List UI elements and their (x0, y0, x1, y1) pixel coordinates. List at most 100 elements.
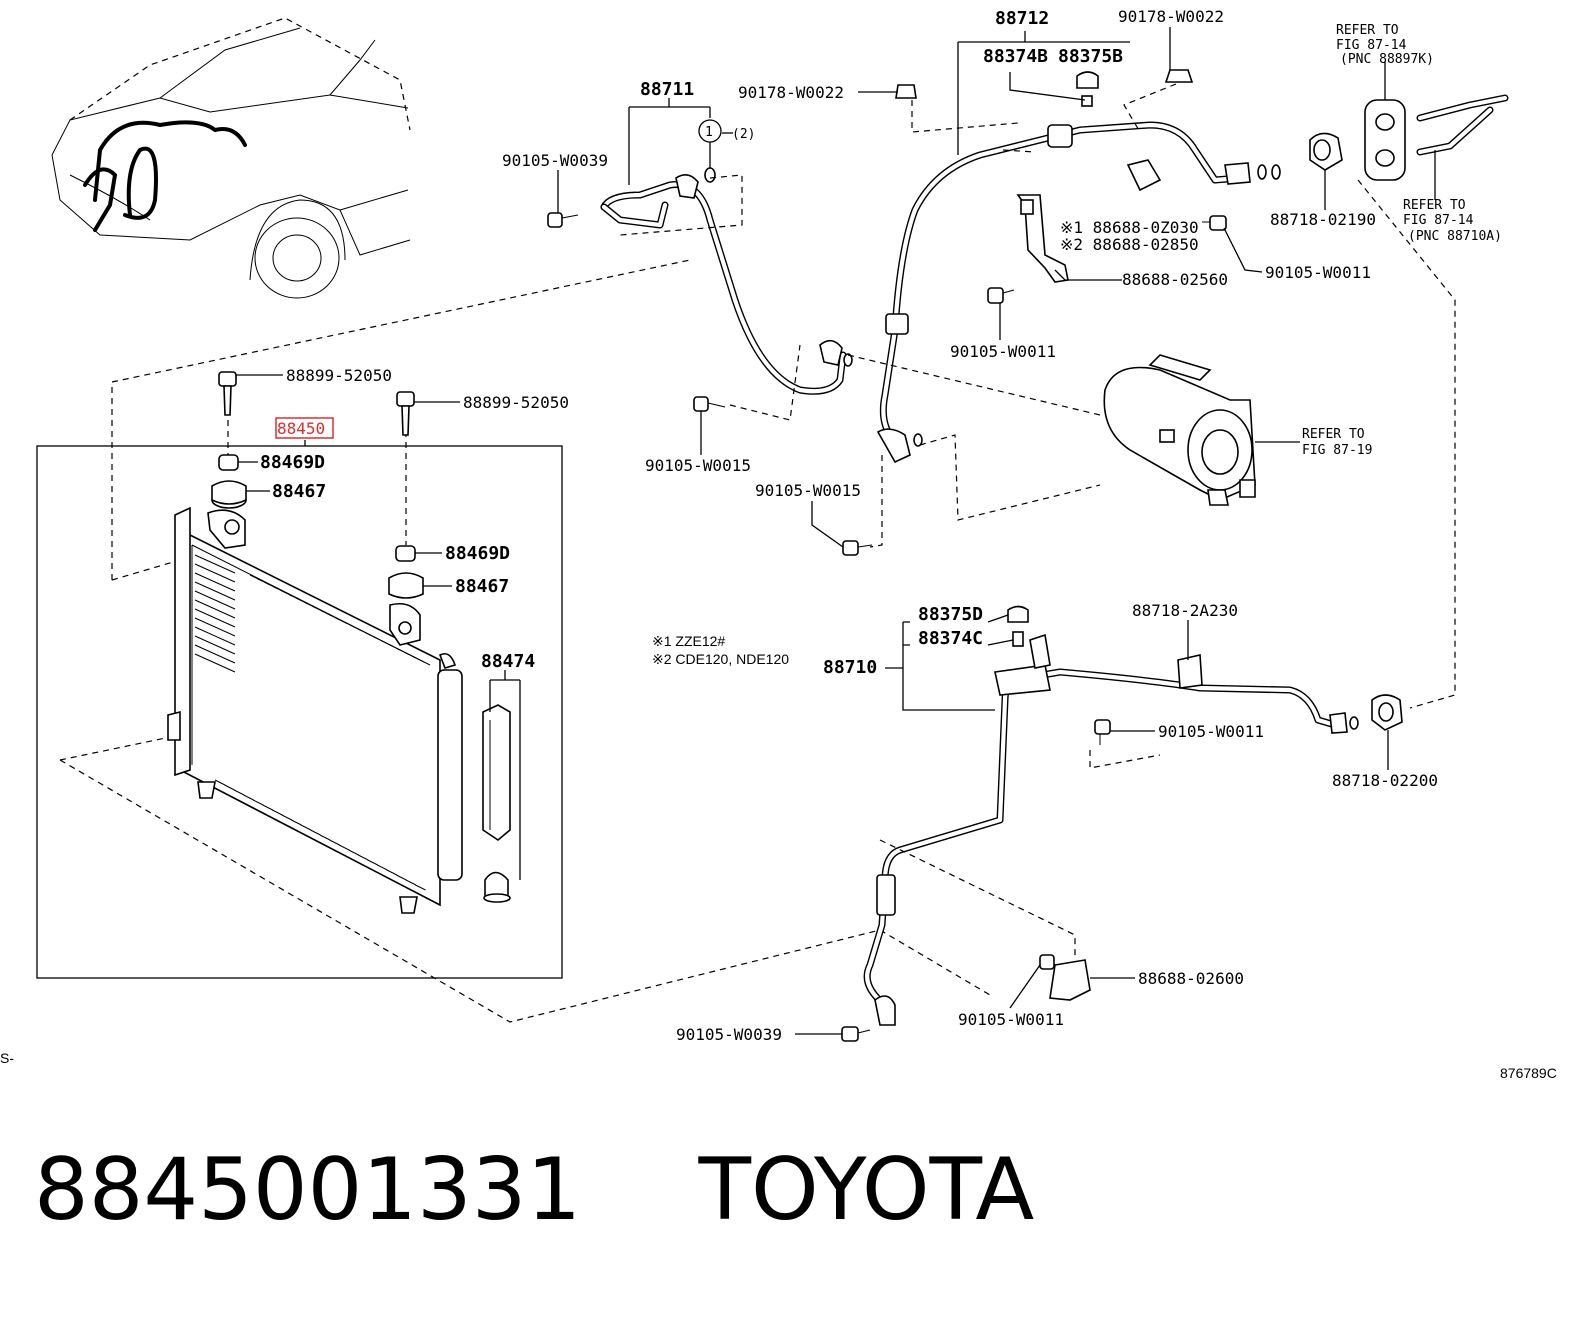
condenser-fin (224, 784, 235, 791)
condenser-fin (412, 655, 425, 663)
label-88688-0z030: ※1 88688-0Z030 (1060, 218, 1199, 237)
label-90178-w0022-left: 90178-W0022 (738, 83, 844, 102)
condenser-fin (194, 599, 236, 619)
brand-name: TOYOTA (698, 1140, 1035, 1240)
bolt-90105-w0015-lower (842, 540, 873, 556)
leader-lines (236, 27, 1436, 1035)
condenser-fin (319, 834, 331, 841)
cap-88375b (1076, 71, 1099, 107)
compressor-illustration (1103, 354, 1256, 506)
condenser-fin (214, 779, 226, 786)
receiver-insert-88474 (482, 704, 511, 903)
figure-code: 876789C (1500, 1065, 1557, 1081)
label-note-1: 1 (705, 125, 713, 140)
condenser-fin (194, 608, 236, 628)
label-90105-w0011-a: 90105-W0011 (1265, 263, 1371, 282)
bracket-88688-upper (1016, 194, 1069, 283)
label-90105-w0039-upper: 90105-W0039 (502, 151, 608, 170)
label-refer1-c: (PNC 88897K) (1340, 52, 1434, 67)
label-88474: 88474 (481, 651, 535, 672)
label-88718-2a230: 88718-2A230 (1132, 601, 1238, 620)
condenser-fin (329, 839, 340, 846)
label-88899-52050-right: 88899-52050 (463, 393, 569, 412)
bolt-90105-w0039-upper (547, 212, 579, 228)
condenser-fin (262, 804, 273, 811)
cushion-88467-right (388, 572, 424, 599)
condenser-fin (194, 635, 236, 655)
label-90105-w0011-b: 90105-W0011 (950, 342, 1056, 361)
label-88712: 88712 (995, 8, 1049, 29)
condenser-fin (291, 819, 302, 826)
highlight-box (275, 417, 334, 439)
condenser-group-box (36, 445, 563, 979)
collar-88469d-right (395, 545, 416, 562)
condenser-fin (194, 581, 236, 601)
condenser-fin (194, 563, 236, 583)
cap-88375d (1007, 605, 1029, 623)
condenser-fin (243, 794, 254, 801)
condenser-fin (233, 789, 245, 796)
label-refer2-a: REFER TO (1403, 198, 1466, 213)
label-88467-left: 88467 (272, 481, 326, 502)
note-cde120: ※2 CDE120, NDE120 (652, 651, 789, 667)
pipe-stubs-88710a (1416, 94, 1509, 156)
part-labels: 88711 (2) 1 90105-W0039 88712 88374B 883… (0, 7, 1557, 1081)
nut-90178-w0022-left (895, 84, 917, 99)
label-88710: 88710 (823, 657, 877, 678)
label-88450-highlighted: 88450 (277, 419, 325, 438)
car-outline-illustration (51, 17, 411, 299)
label-90105-w0011-d: 90105-W0011 (958, 1010, 1064, 1029)
label-88688-02850: ※2 88688-02850 (1060, 235, 1199, 254)
condenser-fin (357, 854, 369, 861)
fitting-88718-02200 (1371, 694, 1403, 731)
note-zze12: ※1 ZZE12# (652, 633, 725, 649)
label-88469d-right: 88469D (445, 543, 510, 564)
cushion-88467-left (211, 480, 247, 509)
label-refer3-a: REFER TO (1302, 427, 1365, 442)
bolt-88899-left (218, 371, 237, 416)
label-90178-w0022-right: 90178-W0022 (1118, 7, 1224, 26)
label-90105-w0015-lower: 90105-W0015 (755, 481, 861, 500)
condenser-fin (396, 874, 407, 881)
label-88374b: 88374B (983, 46, 1048, 67)
label-refer1-a: REFER TO (1336, 23, 1399, 38)
label-88711: 88711 (640, 79, 694, 100)
bolt-90105-w0011-a (1202, 215, 1227, 231)
label-88688-02560: 88688-02560 (1122, 270, 1228, 289)
condenser-fin (415, 884, 426, 891)
label-refer2-c: (PNC 88710A) (1408, 229, 1502, 244)
bracket-88688-02600 (1039, 954, 1091, 1001)
condenser-fin (348, 849, 359, 856)
condenser-fin (272, 809, 283, 816)
label-qty-2: (2) (732, 127, 755, 142)
condenser-fin (300, 824, 312, 831)
condenser-fin (252, 799, 264, 806)
condenser-fin (194, 617, 236, 637)
collar-88469d-left (218, 454, 239, 471)
label-88469d-left: 88469D (260, 452, 325, 473)
label-refer2-b: FIG 87-14 (1403, 213, 1474, 228)
label-88718-02190: 88718-02190 (1270, 210, 1376, 229)
label-88467-right: 88467 (455, 576, 509, 597)
bolt-90105-w0011-c (1094, 719, 1111, 745)
condenser-fin (386, 869, 398, 876)
condenser-fin (194, 554, 236, 574)
discharge-hose-88712 (876, 121, 1281, 464)
liquid-pipe-88710 (863, 633, 1359, 1026)
condenser-88450 (167, 506, 463, 914)
condenser-fin (194, 590, 236, 610)
label-refer3-b: FIG 87-19 (1302, 443, 1372, 458)
part-number: 8845001331 (34, 1140, 582, 1240)
condenser-fin (377, 864, 388, 871)
condenser-fin (281, 814, 293, 821)
condenser-fin (310, 829, 321, 836)
seal-plate-88897k (1364, 99, 1406, 181)
label-88899-52050-left: 88899-52050 (286, 366, 392, 385)
bracket-88688-clip (1126, 159, 1162, 192)
fitting-88718-02190 (1309, 132, 1343, 171)
label-88688-02600: 88688-02600 (1138, 969, 1244, 988)
label-refer1-b: FIG 87-14 (1336, 38, 1407, 53)
corner-code-left: S- (0, 1050, 14, 1066)
condenser-fin (194, 572, 236, 592)
